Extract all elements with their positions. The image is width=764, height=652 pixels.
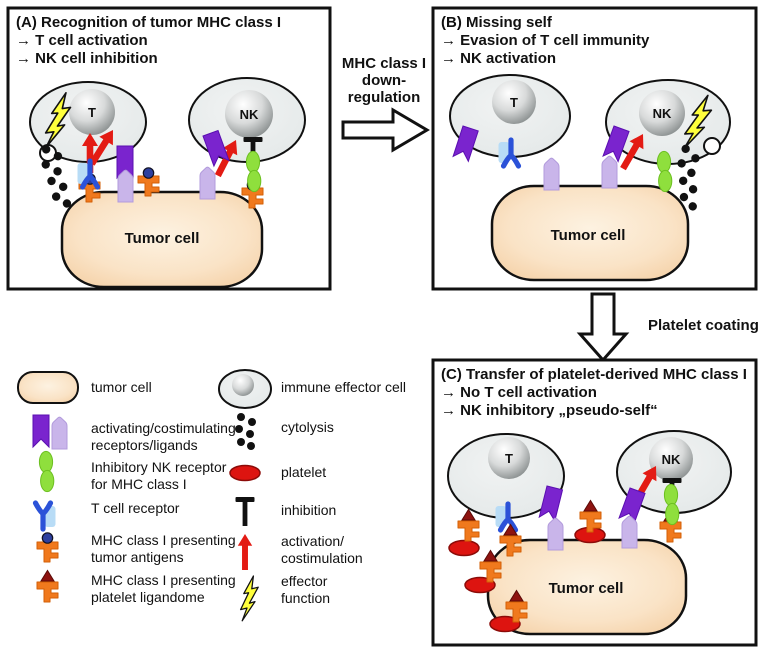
panel-c-title: (C) Transfer of platelet-derived MHC cla… bbox=[441, 366, 747, 383]
nk-cell-nucleus bbox=[639, 90, 685, 136]
t-cell-label: T bbox=[505, 451, 513, 466]
panel-a: (A) Recognition of tumor MHC class I → T… bbox=[6, 6, 332, 291]
mhc-downregulation-line1: MHC class I bbox=[342, 55, 426, 72]
t-cell-nucleus bbox=[492, 80, 536, 124]
panel-a-title: (A) Recognition of tumor MHC class I bbox=[16, 14, 281, 31]
right-block-arrow-icon bbox=[341, 107, 430, 153]
nk-cell-nucleus bbox=[225, 90, 273, 138]
costimulating-ligand-icon bbox=[199, 166, 216, 200]
tumor-cell-label: Tumor cell bbox=[125, 230, 200, 247]
costimulating-ligand-icon bbox=[543, 157, 560, 191]
t-cell-receptor-icon bbox=[36, 503, 56, 529]
platelet-icon bbox=[229, 464, 261, 482]
t-cell-label: T bbox=[510, 95, 518, 110]
tumor-cell-body bbox=[60, 190, 264, 289]
immune-effector-cell-nucleus bbox=[232, 374, 254, 396]
nk-cell-nucleus bbox=[649, 437, 693, 481]
inhibition-icon bbox=[235, 497, 255, 526]
panel-a-bullet-2: → NK cell inhibition bbox=[16, 50, 158, 67]
down-block-arrow-icon bbox=[576, 292, 630, 363]
legend-label: platelet ligandome bbox=[91, 589, 205, 605]
platelet-icon bbox=[448, 539, 480, 557]
activation-arrow-icon bbox=[237, 534, 253, 570]
panel-b: (B) Missing self → Evasion of T cell imm… bbox=[431, 6, 758, 291]
cytolysis-icon bbox=[235, 413, 256, 450]
nk-cell-label: NK bbox=[653, 106, 672, 121]
costimulating-ligand-icon bbox=[547, 517, 564, 551]
panel-a-bullet-1: → T cell activation bbox=[16, 32, 148, 49]
cytolysis-notch bbox=[703, 137, 721, 155]
legend-label: receptors/ligands bbox=[91, 437, 198, 453]
t-cell-label: T bbox=[88, 105, 96, 120]
costimulating-ligand-icon bbox=[117, 169, 134, 203]
legend-label: Inhibitory NK receptor bbox=[91, 459, 227, 475]
mhc-platelet-ligandome-icon bbox=[36, 581, 59, 603]
costimulating-ligand-icon bbox=[621, 515, 638, 549]
legend: tumor cell activating/costimulating rece… bbox=[17, 369, 406, 622]
panel-b-title: (B) Missing self bbox=[441, 14, 553, 31]
legend-label: tumor antigens bbox=[91, 549, 184, 565]
legend-label: MHC class I presenting bbox=[91, 572, 236, 588]
transition-a-to-b: MHC class I down- regulation bbox=[341, 55, 430, 153]
legend-label: effector bbox=[281, 573, 328, 589]
legend-label: platelet bbox=[281, 464, 326, 480]
legend-label: for MHC class I bbox=[91, 476, 187, 492]
mhc-tumor-antigen-icon bbox=[36, 541, 59, 563]
panel-c: (C) Transfer of platelet-derived MHC cla… bbox=[431, 358, 758, 647]
panel-c-bullet-1: → No T cell activation bbox=[441, 384, 597, 401]
nk-cell-label: NK bbox=[662, 452, 681, 467]
tumor-antigen-icon bbox=[142, 167, 155, 179]
panel-c-bullet-2: → NK inhibitory „pseudo-self“ bbox=[441, 402, 658, 419]
tumor-cell-icon bbox=[17, 371, 79, 404]
legend-label: MHC class I presenting bbox=[91, 532, 236, 548]
legend-label: immune effector cell bbox=[281, 379, 406, 395]
legend-label: costimulation bbox=[281, 550, 363, 566]
tumor-cell-label: Tumor cell bbox=[551, 227, 626, 244]
t-cell-nucleus bbox=[69, 89, 115, 135]
legend-label: function bbox=[281, 590, 330, 606]
legend-label: cytolysis bbox=[281, 419, 334, 435]
transition-b-to-c: Platelet coating bbox=[576, 292, 759, 363]
platelet-ligandome-icon bbox=[40, 570, 55, 582]
legend-label: activating/costimulating bbox=[91, 420, 236, 436]
inhibitory-nk-receptor-icon bbox=[38, 450, 55, 493]
tumor-antigen-icon bbox=[41, 532, 54, 544]
tumor-cell-body bbox=[490, 184, 690, 282]
legend-label: inhibition bbox=[281, 502, 336, 518]
costimulating-ligand-icon bbox=[601, 155, 618, 189]
effector-function-icon bbox=[239, 575, 259, 622]
legend-label: activation/ bbox=[281, 533, 344, 549]
t-cell-nucleus bbox=[488, 437, 530, 479]
platelet-coating-label: Platelet coating bbox=[648, 317, 759, 334]
mhc-downregulation-line3: regulation bbox=[348, 89, 421, 106]
panel-b-bullet-1: → Evasion of T cell immunity bbox=[441, 32, 650, 49]
legend-label: tumor cell bbox=[91, 379, 152, 395]
tumor-cell-label: Tumor cell bbox=[549, 580, 624, 597]
activating-receptor-icon bbox=[32, 414, 50, 448]
legend-label: T cell receptor bbox=[91, 500, 180, 516]
costimulating-ligand-icon bbox=[51, 416, 68, 450]
mhc-downregulation-line2: down- bbox=[362, 72, 406, 89]
panel-b-bullet-2: → NK activation bbox=[441, 50, 556, 67]
nk-cell-label: NK bbox=[240, 107, 259, 122]
